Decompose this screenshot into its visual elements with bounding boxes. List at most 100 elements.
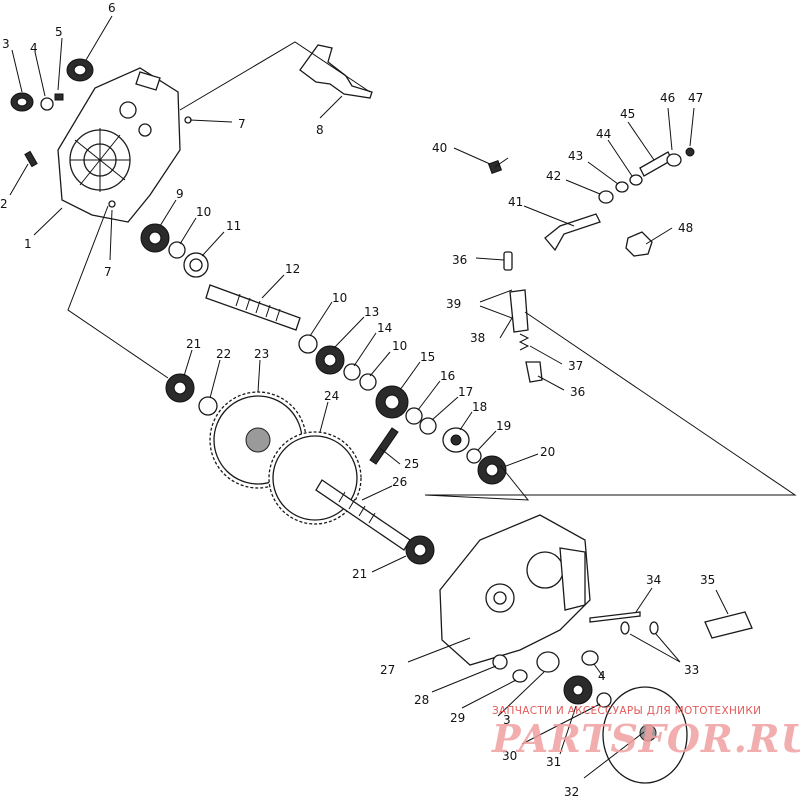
- brake-disc-32: [602, 686, 688, 784]
- callout-41: 41: [508, 195, 523, 209]
- shift-fork-8: [299, 44, 373, 99]
- bearing-21a: [165, 373, 195, 403]
- gear-13: [315, 345, 345, 375]
- callout-30: 30: [502, 749, 517, 763]
- callout-15: 15: [420, 350, 435, 364]
- callout-23: 23: [254, 347, 269, 361]
- callout-28: 28: [414, 693, 429, 707]
- callout-14: 14: [377, 321, 392, 335]
- callout-16: 16: [440, 369, 455, 383]
- reference-lines: [67, 41, 797, 501]
- callout-19: 19: [496, 419, 511, 433]
- callout-25: 25: [404, 457, 419, 471]
- watermark-logo: PARTSFOR.RU: [492, 716, 800, 761]
- callout-32: 32: [564, 785, 579, 799]
- callout-labels: 1 2 3 4 5 6 7 7 8 9 10 11 12 10 13 14 10…: [0, 1, 715, 799]
- callout-38: 38: [470, 331, 485, 345]
- callout-27: 27: [380, 663, 395, 677]
- bushing-29: [512, 669, 528, 683]
- callout-11: 11: [226, 219, 241, 233]
- pin-36b: [525, 361, 543, 383]
- callout-4b: 4: [598, 669, 606, 683]
- plug-48: [625, 231, 653, 257]
- washer-17: [419, 417, 437, 435]
- callout-34: 34: [646, 573, 661, 587]
- callout-40: 40: [432, 141, 447, 155]
- arm-45: [639, 151, 673, 177]
- callout-45: 45: [620, 107, 635, 121]
- plate-38: [509, 289, 529, 333]
- seal-3: [10, 92, 34, 112]
- callout-42: 42: [546, 169, 561, 183]
- case-cover-left: [57, 67, 181, 223]
- callout-21b: 21: [352, 567, 367, 581]
- washer-43: [615, 181, 629, 193]
- o-ring-33b: [649, 621, 659, 635]
- case-right-27: [439, 514, 591, 666]
- callout-3: 3: [2, 37, 10, 51]
- washer-19: [466, 448, 482, 464]
- callout-9: 9: [176, 187, 184, 201]
- shaft-35: [704, 611, 753, 639]
- callout-43: 43: [568, 149, 583, 163]
- spring-37: [518, 333, 530, 351]
- washer-30: [596, 692, 612, 708]
- washer-14: [343, 363, 361, 381]
- callout-17: 17: [458, 385, 473, 399]
- sprocket-31: [563, 675, 593, 705]
- callout-47: 47: [688, 91, 703, 105]
- callout-10b: 10: [332, 291, 347, 305]
- callout-13: 13: [364, 305, 379, 319]
- washer-4b: [581, 650, 599, 666]
- callout-18: 18: [472, 400, 487, 414]
- shift-drum-41: [544, 213, 601, 252]
- callout-31: 31: [546, 755, 561, 769]
- callout-20: 20: [540, 445, 555, 459]
- chain-25: [369, 427, 399, 465]
- callout-1: 1: [24, 237, 32, 251]
- washer-10b: [298, 334, 318, 354]
- callout-29: 29: [450, 711, 465, 725]
- callout-8: 8: [316, 123, 324, 137]
- bearing-20: [477, 455, 507, 485]
- callout-37: 37: [568, 359, 583, 373]
- washer-3b: [536, 651, 560, 673]
- o-ring-33a: [620, 621, 630, 635]
- callout-6: 6: [108, 1, 116, 15]
- washer-16: [405, 407, 423, 425]
- seal-28: [492, 654, 508, 670]
- callout-2: 2: [0, 197, 8, 211]
- collar-18: [442, 427, 470, 453]
- washer-22: [198, 396, 218, 416]
- callout-36a: 36: [452, 253, 467, 267]
- rod-34: [589, 611, 641, 623]
- callout-3b: 3: [503, 713, 511, 727]
- seal-6: [66, 58, 94, 82]
- callout-22: 22: [216, 347, 231, 361]
- callout-10a: 10: [196, 205, 211, 219]
- leader-lines: [9, 15, 729, 779]
- callout-21a: 21: [186, 337, 201, 351]
- callout-4: 4: [30, 41, 38, 55]
- dowel-7b: [108, 200, 116, 208]
- nut-47: [685, 147, 695, 157]
- callout-26: 26: [392, 475, 407, 489]
- pin-36a: [503, 251, 513, 271]
- callout-39: 39: [446, 297, 461, 311]
- pin-5: [54, 93, 64, 101]
- gear-15: [375, 385, 409, 419]
- callout-33: 33: [684, 663, 699, 677]
- sleeve-11: [183, 252, 209, 278]
- callout-7a: 7: [238, 117, 246, 131]
- callout-12: 12: [285, 262, 300, 276]
- callout-5: 5: [55, 25, 63, 39]
- bearing-21b: [405, 535, 435, 565]
- callout-44: 44: [596, 127, 611, 141]
- callout-35: 35: [700, 573, 715, 587]
- watermark-caption: ЗАПЧАСТИ И АКСЕССУАРЫ ДЛЯ МОТОТЕХНИКИ: [492, 705, 762, 717]
- washer-46: [666, 153, 682, 167]
- callout-48: 48: [678, 221, 693, 235]
- output-shaft-26: [315, 479, 411, 551]
